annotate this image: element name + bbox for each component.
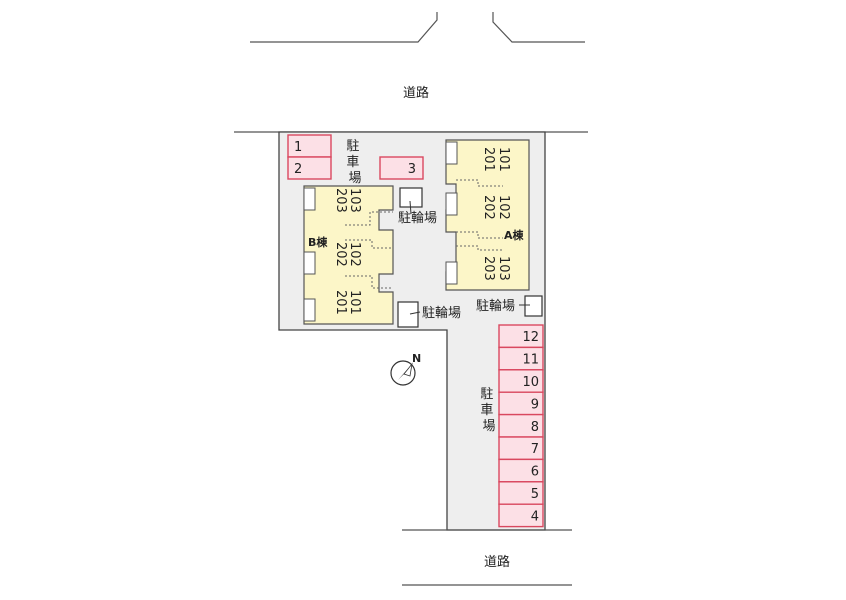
road-edge-right [492,12,585,43]
parking-spot-number: 4 [531,509,539,524]
bike-parking-lower: 駐輪場 [397,301,461,328]
bike-parking-center: 駐輪場 [398,187,437,226]
parking-label-char: 車 [480,403,493,418]
building-a: A棟 201 101 202 102 203 103 [445,139,530,291]
building-b: B棟 203 103 202 102 201 101 [303,185,394,325]
unit-number: 101 [496,147,511,172]
unit-number: 103 [496,256,511,281]
unit-number: 203 [481,256,496,281]
parking-label-char: 場 [348,171,361,186]
parking-spot-number: 2 [294,162,302,177]
parking-spot [287,156,332,180]
bike-parking-box [397,301,419,328]
road-label-top: 道路 [403,85,429,101]
unit-number: 203 [333,188,348,213]
building-entrance [445,192,458,216]
leader-line [409,311,421,315]
unit-divider [345,275,393,289]
unit-divider [456,179,503,187]
bottom-road: 道路 [402,529,572,586]
unit-number: 202 [481,195,496,220]
parking-label-right: 駐 車 場 [480,387,497,434]
unit-number: 102 [496,195,511,220]
parking-top: 1 2 駐 車 場 3 [287,134,424,186]
building-entrance [445,141,458,165]
parking-spot-number: 1 [294,140,302,155]
unit-divider [345,211,393,226]
building-entrance [303,187,316,211]
compass: N [390,352,421,386]
bike-parking-box [399,187,423,208]
compass-ring [390,360,416,386]
building-entrance [303,298,316,322]
parking-spot-number: 3 [408,162,416,177]
unit-divider [345,239,393,249]
road-label-bottom: 道路 [484,554,510,570]
bike-parking-label: 駐輪場 [398,210,437,226]
bike-parking-label: 駐輪場 [476,298,515,314]
unit-number: 102 [347,242,362,267]
parking-spot-number: 5 [531,487,539,502]
building-b-outline [303,185,394,325]
parking-spot-number: 12 [522,330,539,345]
road-edge-left [250,12,438,43]
building-b-label: B棟 [308,235,328,249]
top-road: 道路 [234,12,588,133]
unit-number: 202 [333,242,348,267]
unit-number: 103 [347,188,362,213]
parking-label-char: 場 [482,419,495,434]
compass-north-label: N [412,352,421,365]
parking-label-char: 車 [346,155,359,170]
parking-spot [498,503,544,528]
unit-number: 101 [347,290,362,315]
unit-number: 201 [481,147,496,172]
parking-spot-number: 11 [522,353,539,368]
parking-spot-number: 10 [522,375,539,390]
unit-number: 201 [333,290,348,315]
parking-label-char: 駐 [480,387,493,402]
building-entrance [303,251,316,275]
unit-divider [456,245,503,251]
parking-label-top: 駐 車 場 [346,139,363,186]
building-a-label: A棟 [504,228,525,242]
parking-spot [379,156,424,180]
bike-parking-right: 駐輪場 [476,295,543,317]
parking-spot-number: 6 [531,465,539,480]
leader-line [409,200,412,215]
parking-spot-number: 7 [531,442,539,457]
parking-spot-number: 8 [531,420,539,435]
parking-right-column: 12 11 10 9 8 7 6 5 4 [498,324,544,528]
unit-divider [456,231,503,239]
building-entrance [445,261,458,285]
bike-parking-box [524,295,543,317]
compass-needle-half [403,362,413,377]
bike-parking-label: 駐輪場 [422,305,461,321]
parking-label-char: 駐 [346,139,359,154]
parking-spot-number: 9 [531,397,539,412]
